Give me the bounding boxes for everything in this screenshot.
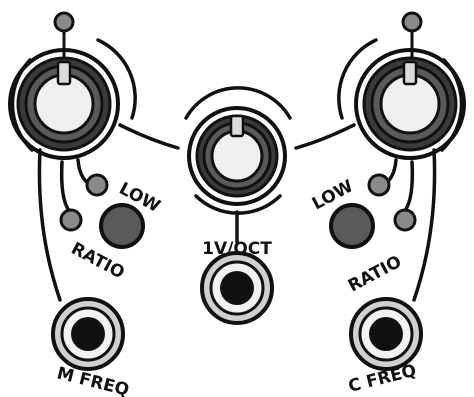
voct-label: 1V/OCT: [202, 239, 272, 259]
low-led-right: [369, 175, 389, 195]
low-button-right[interactable]: [331, 205, 373, 247]
modulator-ratio-knob[interactable]: [10, 50, 118, 158]
ratio-led-left: [61, 210, 81, 230]
low-button-left[interactable]: [101, 205, 143, 247]
m-freq-input-jack[interactable]: [53, 299, 123, 369]
carrier-ratio-knob[interactable]: [356, 50, 464, 158]
knob-pointer-icon: [404, 62, 416, 84]
knob-pointer-icon: [231, 116, 243, 136]
ratio-led-right: [395, 210, 415, 230]
ratio-label-right: RATIO: [345, 252, 405, 297]
c-freq-input-jack[interactable]: [351, 299, 421, 369]
knob-pointer-icon: [58, 62, 70, 84]
pitch-knob[interactable]: [189, 108, 285, 204]
voct-input-jack[interactable]: [202, 253, 272, 323]
low-led-left: [87, 175, 107, 195]
